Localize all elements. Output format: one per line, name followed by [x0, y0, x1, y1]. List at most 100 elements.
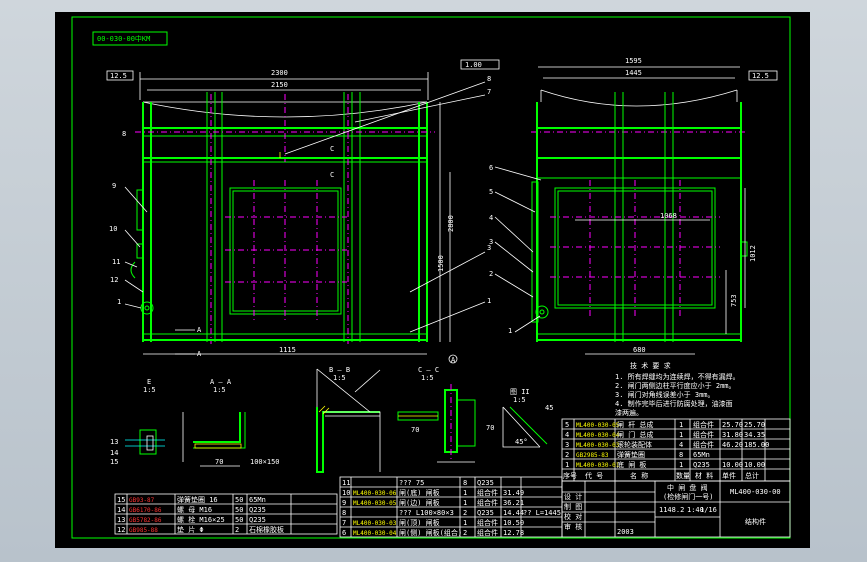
signoff-design: 设 计	[564, 492, 582, 501]
bom-r1-code: ML400-030-04	[576, 432, 620, 439]
bom-r4-code: ML400-030-01	[576, 462, 620, 469]
signoff-check: 校 对	[564, 512, 582, 521]
bom-middle: 11 ??? 75 8 Q235 10 ML400-030-06 闸(底) 闸板…	[339, 476, 563, 538]
detail-c-label: C — C	[418, 366, 439, 374]
bom-r4-total: 10.00	[744, 461, 765, 469]
dim-height-right: 1012	[749, 245, 757, 262]
tolerance-frame-right	[748, 70, 778, 81]
bom-m3-name: ??? L100×80×3	[399, 509, 454, 517]
svg-text:C: C	[330, 171, 334, 179]
bom-l2-no: 13	[117, 516, 125, 524]
bom-r0-unit: 25.70	[722, 421, 743, 429]
bom-m2-unit: 36.21	[503, 499, 524, 507]
bom-m5-unit: 12.78	[503, 529, 524, 537]
callout-1: 1	[487, 297, 491, 305]
right-handle	[741, 241, 748, 257]
title-weight: 1148.2	[659, 506, 684, 514]
detail-c-scale: 1:5	[421, 374, 434, 382]
technical-requirements: 技 术 要 求 1. 所有焊缝均为连续焊，不得有漏焊。 2. 闸门两侧边柱平行度…	[615, 361, 740, 417]
bom-m4-qty: 1	[463, 519, 467, 527]
drawing-viewport[interactable]: .g{stroke:#00ff00;fill:none;stroke-width…	[55, 12, 810, 548]
bom-right: 5 ML400-030-05 闸 杆 总成 1 组合件 25.70 25.70 …	[561, 418, 791, 482]
svg-text:14: 14	[110, 449, 118, 457]
bom-m3-mat: Q235	[477, 509, 494, 517]
bom-r2-qty: 4	[679, 441, 683, 449]
signoff-draw: 制 图	[564, 502, 582, 511]
bom-r2-total: 185.00	[744, 441, 769, 449]
bom-r3-no: 2	[565, 451, 569, 459]
bom-l1-qty: 50	[235, 506, 243, 514]
svg-text:A: A	[197, 350, 202, 358]
ii-triangle	[502, 407, 540, 448]
dim-top-inner: 2150	[271, 81, 288, 89]
bom-m4-mat: 组合件	[477, 518, 498, 527]
bom-r3-qty: 8	[679, 451, 683, 459]
bom-r3-name: 弹簧垫圈	[617, 450, 645, 459]
bom-l1-name: 螺 母 M16	[177, 505, 212, 514]
bom-m5-qty: 2	[463, 529, 467, 537]
bom-l0-qty: 50	[235, 496, 243, 504]
section-c-label: C	[330, 145, 334, 153]
detail-dim-70a: 70	[215, 458, 223, 466]
bom-l2-name: 螺 栓 M16×25	[177, 515, 225, 524]
title-project-line1: 中 闸 盘 阀	[667, 483, 708, 492]
bom-h-qty: 数量	[676, 471, 690, 480]
bom-h-total: 总计	[745, 471, 759, 480]
angle-section	[193, 412, 241, 443]
bom-m5-no: 6	[342, 529, 346, 537]
bom-r1-no: 4	[565, 431, 569, 439]
detail-views: E 1:5 A — A 1:5 B — B 1:5 C — C 1:5 图 II…	[110, 366, 553, 473]
bom-m2-qty: 1	[463, 499, 467, 507]
bom-m1-name: 闸(底) 闸板	[399, 488, 440, 497]
bom-r1-total: 34.35	[744, 431, 765, 439]
side-view: 1595 1445 12.5	[489, 57, 778, 355]
bom-l2-code: GB5782-86	[129, 517, 162, 524]
bom-h-unit: 单件	[722, 471, 736, 480]
callout-7: 7	[487, 88, 491, 96]
detail-dim-70b: 70	[411, 426, 419, 434]
bom-r4-no: 1	[565, 461, 569, 469]
bom-l1-code: GB6170-86	[129, 507, 162, 514]
bom-r0-mat: 组合件	[693, 420, 714, 429]
bom-r4-mat: Q235	[693, 461, 710, 469]
bom-m3-note: ?? L=1445	[523, 509, 561, 517]
callout-1-right: 1	[508, 327, 512, 335]
bom-m0-qty: 8	[463, 479, 467, 487]
bom-l3-no: 12	[117, 526, 125, 534]
bom-r1-unit: 31.80	[722, 431, 743, 439]
bom-m4-name: 闸(顶) 闸板	[399, 518, 440, 527]
detail-dim-size: 100×150	[250, 458, 280, 466]
bom-left: 15 GB93-87 弹簧垫圈 16 50 65Mn 14 GB6170-86 …	[114, 493, 338, 535]
tech-line-2: 2. 闸门两侧边柱平行度应小于 2mm。	[615, 381, 736, 390]
bom-m0-mat: Q235	[477, 479, 494, 487]
cad-drawing-canvas[interactable]: .g{stroke:#00ff00;fill:none;stroke-width…	[55, 12, 810, 548]
detail-a-scale: 1:5	[213, 386, 226, 394]
bom-m1-mat: 组合件	[477, 488, 498, 497]
bom-m3-no: 8	[342, 509, 346, 517]
callout-10: 10	[109, 225, 117, 233]
bom-r2-unit: 46.20	[722, 441, 743, 449]
datum-marker	[448, 354, 458, 364]
right-roller	[535, 305, 549, 319]
bom-r4-qty: 1	[679, 461, 683, 469]
signoff-year: 2003	[617, 528, 634, 536]
bom-m1-no: 10	[342, 489, 350, 497]
callout-3: 3	[487, 244, 491, 252]
bom-l3-qty: 2	[235, 526, 239, 534]
bom-m4-no: 7	[342, 519, 346, 527]
bom-r3-code: GB2985-83	[576, 452, 609, 459]
bom-l0-no: 15	[117, 496, 125, 504]
left-hook	[130, 261, 136, 279]
dim-panel-width: 1068	[660, 212, 677, 220]
bom-l0-name: 弹簧垫圈 16	[177, 495, 218, 504]
bom-r2-mat: 组合件	[693, 440, 714, 449]
bom-r0-no: 5	[565, 421, 569, 429]
detail-b-label: B — B	[329, 366, 350, 374]
bom-h-code: 代 号	[585, 471, 603, 480]
callout-9: 9	[112, 182, 116, 190]
bom-l1-no: 14	[117, 506, 125, 514]
svg-text:15: 15	[110, 458, 118, 466]
signoff-review: 审 核	[564, 522, 582, 531]
bom-l3-name: 垫 片 Φ	[177, 525, 204, 534]
roughness-right: 12.5	[752, 72, 769, 80]
